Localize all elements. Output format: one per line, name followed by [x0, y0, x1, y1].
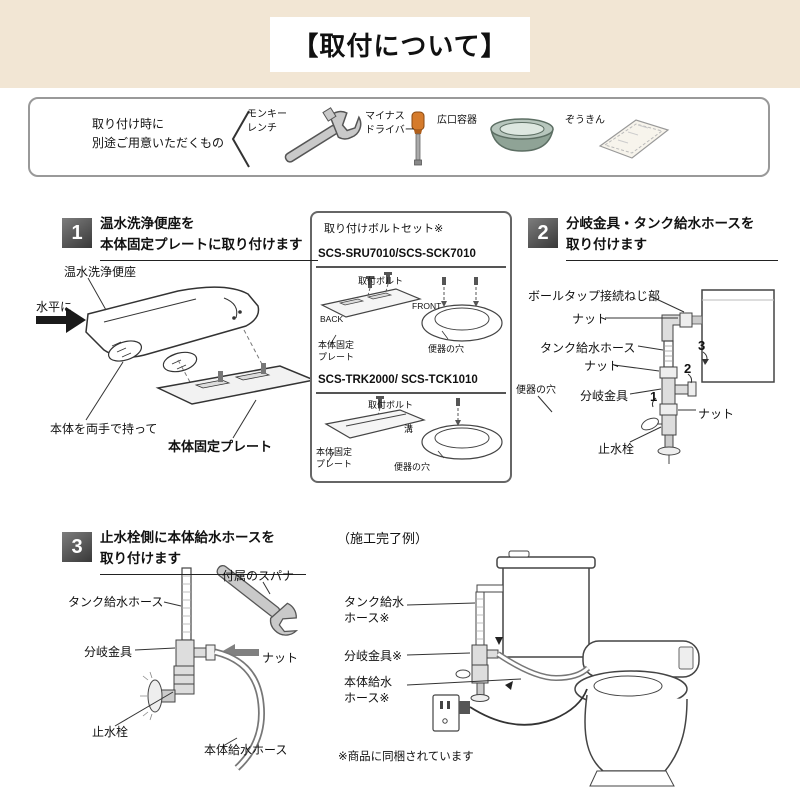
label-branch-3: 分岐金具 [84, 645, 133, 659]
bolt-box-title: 取り付けボルトセット※ [324, 223, 444, 235]
label-back: BACK [320, 314, 344, 324]
step1-number: 1 [62, 218, 92, 248]
label-plate-2: 本体固定 プレート [316, 447, 353, 470]
label-bowl-hole: 便器の穴 [516, 385, 556, 396]
tools-intro: 取り付け時に 別途ご用意いただくもの [92, 117, 225, 151]
monkey-wrench-icon [284, 107, 362, 163]
bolt-diagram-1 [320, 272, 503, 346]
label-seat: 温水洗浄便座 [64, 265, 137, 279]
step1-illustration [36, 277, 317, 439]
label-hole-2: 便器の穴 [394, 462, 431, 472]
completed-note: ※商品に同梱されています [338, 751, 474, 763]
step3-title: 止水栓側に本体給水ホースを 取り付けます [100, 528, 306, 575]
label-body-hose-3: 本体給水ホース [204, 743, 288, 757]
step2-number: 2 [528, 218, 558, 248]
bolt-diagram-2 [324, 396, 503, 463]
label-tank-hose-done: タンク給水 ホース※ [344, 595, 405, 626]
step3-illustration [114, 565, 299, 771]
label-spanner: 付属のスパナ [222, 569, 295, 583]
step3-number: 3 [62, 532, 92, 562]
bolt-set-box: 取り付けボルトセット※ SCS-SRU7010/SCS-SCK7010 取付ボル… [310, 211, 512, 483]
label-hold: 本体を両手で持って [50, 422, 158, 436]
header-band: 【取付について】 [0, 0, 800, 88]
label-branch-2: 分岐金具 [580, 389, 629, 403]
page-title: 【取付について】 [270, 16, 530, 72]
label-nut-top: ナット [572, 312, 609, 326]
label-groove: 溝 [404, 424, 414, 434]
label-nut-3: ナット [262, 651, 299, 665]
step2-title: 分岐金具・タンク給水ホースを 取り付けます [566, 214, 778, 261]
label-stop-valve-2: 止水栓 [598, 442, 635, 456]
bolt-model-2: SCS-TRK2000/ SCS-TCK1010 [318, 374, 478, 386]
completed-illustration [406, 550, 700, 787]
label-plate: 本体固定プレート [168, 439, 273, 454]
label-level: 水平に [36, 300, 73, 314]
order-digit-1: 1 [650, 389, 658, 404]
step1-title: 温水洗浄便座を 本体固定プレートに取り付けます [100, 214, 318, 261]
label-plate-1: 本体固定 プレート [318, 340, 355, 363]
completed-title: （施工完了例） [337, 531, 429, 546]
label-body-hose-done: 本体給水 ホース※ [344, 675, 393, 706]
label-bolt-2: 取付ボルト [368, 400, 414, 410]
label-branch-done: 分岐金具※ [344, 649, 403, 663]
label-bolt-1: 取付ボルト [358, 276, 404, 286]
label-tank-hose-3: タンク給水ホース [68, 595, 164, 609]
tools-box: 取り付け時に 別途ご用意いただくもの モンキー レンチ マイナス ドライバー 広… [28, 97, 770, 177]
wide-container-icon [490, 118, 554, 152]
tool-label-screwdriver: マイナス ドライバー [365, 111, 415, 136]
order-digit-2: 2 [684, 361, 692, 376]
flathead-screwdriver-icon [411, 111, 425, 166]
cloth-icon [598, 119, 670, 159]
bolt-model-1: SCS-SRU7010/SCS-SCK7010 [318, 248, 476, 260]
tool-label-cloth: ぞうきん [565, 115, 605, 126]
label-stop-valve-3: 止水栓 [92, 725, 129, 739]
tool-label-container: 広口容器 [437, 115, 477, 126]
label-front: FRONT [412, 301, 442, 311]
tool-label-monkey-wrench: モンキー レンチ [247, 109, 287, 134]
order-digit-3: 3 [698, 338, 706, 353]
label-tank-hose-2: タンク給水ホース [540, 341, 636, 355]
label-hole-1: 便器の穴 [428, 344, 465, 354]
label-ball-tap: ボールタップ接続ねじ部 [528, 289, 661, 303]
label-nut-bottom: ナット [698, 407, 735, 421]
label-nut-mid: ナット [584, 359, 621, 373]
step2-illustration [537, 289, 775, 464]
brace-icon [231, 110, 250, 168]
